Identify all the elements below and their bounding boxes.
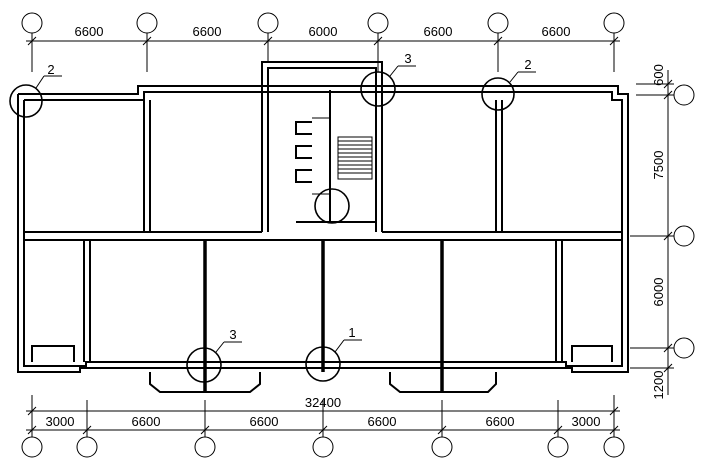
top-dim-1: 6600 xyxy=(75,24,104,39)
top-axis-leaders xyxy=(31,33,615,72)
top-dim-5: 6600 xyxy=(542,24,571,39)
axis-bubble xyxy=(312,436,334,458)
callout-label-1: 1 xyxy=(348,325,355,340)
axis-bubble xyxy=(257,12,279,34)
stair-core xyxy=(261,61,383,232)
axis-bubble xyxy=(673,337,695,359)
callout-label-2-right: 2 xyxy=(524,57,531,72)
right-dimension-line xyxy=(630,70,674,395)
right-dim-2: 7500 xyxy=(651,151,666,180)
bottom-axis-leaders xyxy=(31,395,615,437)
detail-callout-2-right xyxy=(481,71,536,111)
detail-callout-3-bottom xyxy=(186,341,242,383)
top-dim-2: 6600 xyxy=(193,24,222,39)
top-axis-bubbles xyxy=(21,12,625,34)
bottom-dim-3: 6600 xyxy=(250,414,279,429)
detail-callout-2-left xyxy=(9,75,62,118)
callout-label-2-left: 2 xyxy=(47,62,54,77)
axis-bubble xyxy=(21,12,43,34)
axis-bubble xyxy=(21,436,43,458)
axis-bubble xyxy=(487,12,509,34)
detail-callout-3-top xyxy=(360,65,416,107)
axis-bubble xyxy=(603,12,625,34)
callout-label-3-bottom: 3 xyxy=(229,327,236,342)
right-dim-1: 600 xyxy=(651,64,666,86)
bottom-dim-6: 3000 xyxy=(572,414,601,429)
axis-bubble xyxy=(673,84,695,106)
bottom-total-dim: 32400 xyxy=(305,395,341,410)
axis-bubble xyxy=(136,12,158,34)
axis-bubble xyxy=(76,436,98,458)
bottom-dim-4: 6600 xyxy=(368,414,397,429)
callout-label-3-top: 3 xyxy=(404,51,411,66)
bottom-balconies xyxy=(149,372,497,393)
axis-bubble xyxy=(603,436,625,458)
axis-bubble xyxy=(547,436,569,458)
bottom-dim-2: 6600 xyxy=(132,414,161,429)
detail-callout-1 xyxy=(305,339,362,382)
right-axis-bubbles xyxy=(673,84,695,359)
axis-bubble xyxy=(367,12,389,34)
axis-bubble xyxy=(194,436,216,458)
top-dim-3: 6000 xyxy=(309,24,338,39)
right-dim-4: 1200 xyxy=(651,371,666,400)
exterior-walls xyxy=(17,85,629,373)
top-dimension-line xyxy=(26,36,620,46)
interior-walls xyxy=(24,100,622,392)
right-dim-3: 6000 xyxy=(651,278,666,307)
bottom-dim-5: 6600 xyxy=(486,414,515,429)
bottom-axis-bubbles xyxy=(21,436,625,458)
axis-bubble xyxy=(431,436,453,458)
bottom-dimension-lines xyxy=(26,406,620,435)
bottom-dim-1: 3000 xyxy=(46,414,75,429)
detail-callout-stair xyxy=(314,188,350,224)
axis-bubble xyxy=(673,225,695,247)
top-dim-4: 6600 xyxy=(424,24,453,39)
